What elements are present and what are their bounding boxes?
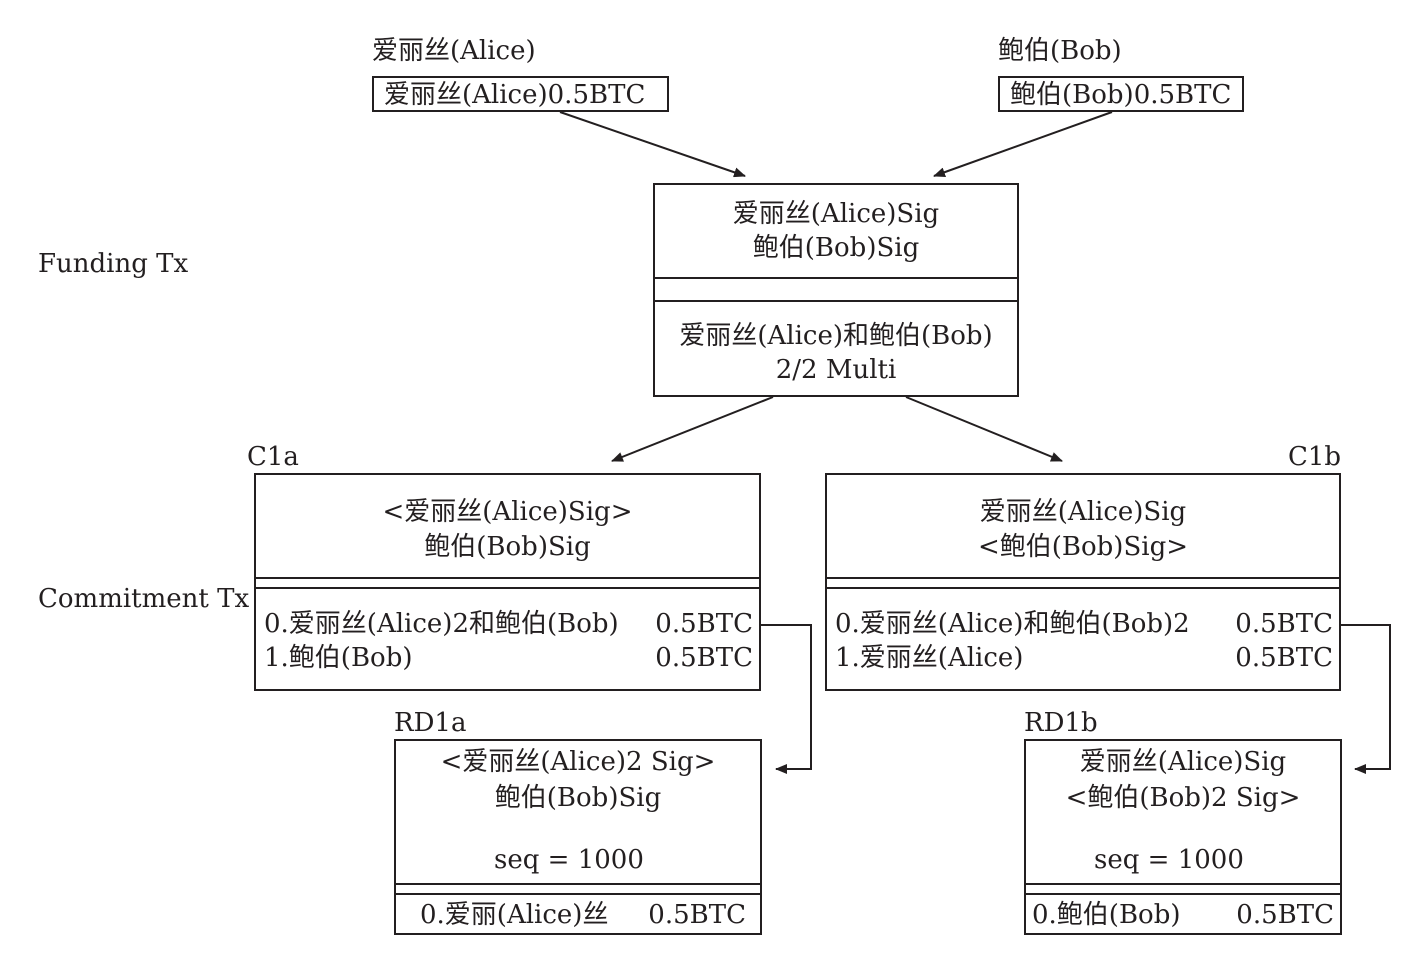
c1b-output-1-name: 1.爱丽丝(Alice) (835, 643, 1024, 673)
rd1b-seq: seq = 1000 (1094, 845, 1244, 875)
rd1a-output-amount: 0.5BTC (648, 900, 746, 930)
arrow-funding-to-c1b (905, 396, 1063, 462)
alice-input-text: 爱丽丝(Alice)0.5BTC (384, 80, 646, 110)
bob-input-box: 鲍伯(Bob)0.5BTC (998, 76, 1244, 112)
rd1a-output-name: 0.爱丽(Alice)丝 (420, 900, 609, 930)
c1a-output-1-amount: 0.5BTC (655, 643, 753, 673)
c1b-sig-bob: <鲍伯(Bob)Sig> (977, 532, 1189, 562)
c1a-output-0-name: 0.爱丽丝(Alice)2和鲍伯(Bob) (264, 609, 619, 639)
divider (256, 577, 759, 579)
bob-input-text: 鲍伯(Bob)0.5BTC (1010, 80, 1232, 110)
rd1b-title: RD1b (1024, 708, 1098, 738)
c1a-sig-alice: <爱丽丝(Alice)Sig> (382, 497, 633, 527)
divider (396, 893, 760, 895)
c1b-sig-alice: 爱丽丝(Alice)Sig (979, 497, 1187, 527)
divider (655, 300, 1017, 302)
funding-tx-box: 爱丽丝(Alice)Sig 鲍伯(Bob)Sig 爱丽丝(Alice)和鲍伯(B… (653, 183, 1019, 397)
rd1b-output-name: 0.鲍伯(Bob) (1032, 900, 1181, 930)
divider (827, 587, 1339, 589)
funding-sig-bob: 鲍伯(Bob)Sig (752, 233, 920, 263)
c1a-output-0-amount: 0.5BTC (655, 609, 753, 639)
rd1a-sig-alice: <爱丽丝(Alice)2 Sig> (440, 747, 716, 777)
commitment-tx-label: Commitment Tx (38, 584, 250, 614)
divider (1026, 893, 1340, 895)
c1b-output-1-amount: 0.5BTC (1235, 643, 1333, 673)
c1a-output-1-name: 1.鲍伯(Bob) (264, 643, 413, 673)
arrow-alice-to-funding (559, 111, 746, 178)
rd1a-title: RD1a (394, 708, 467, 738)
divider (655, 277, 1017, 279)
c1a-sig-bob: 鲍伯(Bob)Sig (424, 532, 591, 562)
arrow-bob-to-funding (933, 111, 1113, 177)
alice-input-box: 爱丽丝(Alice)0.5BTC (372, 76, 669, 112)
c1b-title: C1b (1288, 442, 1342, 472)
c1a-title: C1a (247, 442, 299, 472)
divider (256, 587, 759, 589)
bob-label: 鲍伯(Bob) (998, 36, 1122, 66)
funding-tx-label: Funding Tx (38, 249, 189, 279)
funding-output-multisig: 2/2 Multi (775, 355, 897, 385)
funding-sig-alice: 爱丽丝(Alice)Sig (732, 199, 940, 229)
c1b-output-0-amount: 0.5BTC (1235, 609, 1333, 639)
funding-output-owners: 爱丽丝(Alice)和鲍伯(Bob) (679, 321, 993, 351)
c1a-box: <爱丽丝(Alice)Sig> 鲍伯(Bob)Sig 0.爱丽丝(Alice)2… (254, 473, 761, 691)
rd1b-sig-bob: <鲍伯(Bob)2 Sig> (1065, 783, 1301, 813)
divider (827, 577, 1339, 579)
rd1a-seq: seq = 1000 (494, 845, 644, 875)
divider (1026, 883, 1340, 885)
rd1a-box: <爱丽丝(Alice)2 Sig> 鲍伯(Bob)Sig seq = 1000 … (394, 739, 762, 935)
alice-label: 爱丽丝(Alice) (372, 36, 536, 66)
rd1a-sig-bob: 鲍伯(Bob)Sig (494, 783, 662, 813)
rd1b-box: 爱丽丝(Alice)Sig <鲍伯(Bob)2 Sig> seq = 1000 … (1024, 739, 1342, 935)
arrow-c1a-to-rd1a (760, 624, 812, 774)
rd1b-sig-alice: 爱丽丝(Alice)Sig (1079, 747, 1287, 777)
arrow-c1b-to-rd1b (1340, 624, 1391, 774)
c1b-box: 爱丽丝(Alice)Sig <鲍伯(Bob)Sig> 0.爱丽丝(Alice)和… (825, 473, 1341, 691)
arrow-funding-to-c1a (611, 396, 774, 462)
divider (396, 883, 760, 885)
rd1b-output-amount: 0.5BTC (1236, 900, 1334, 930)
c1b-output-0-name: 0.爱丽丝(Alice)和鲍伯(Bob)2 (835, 609, 1190, 639)
